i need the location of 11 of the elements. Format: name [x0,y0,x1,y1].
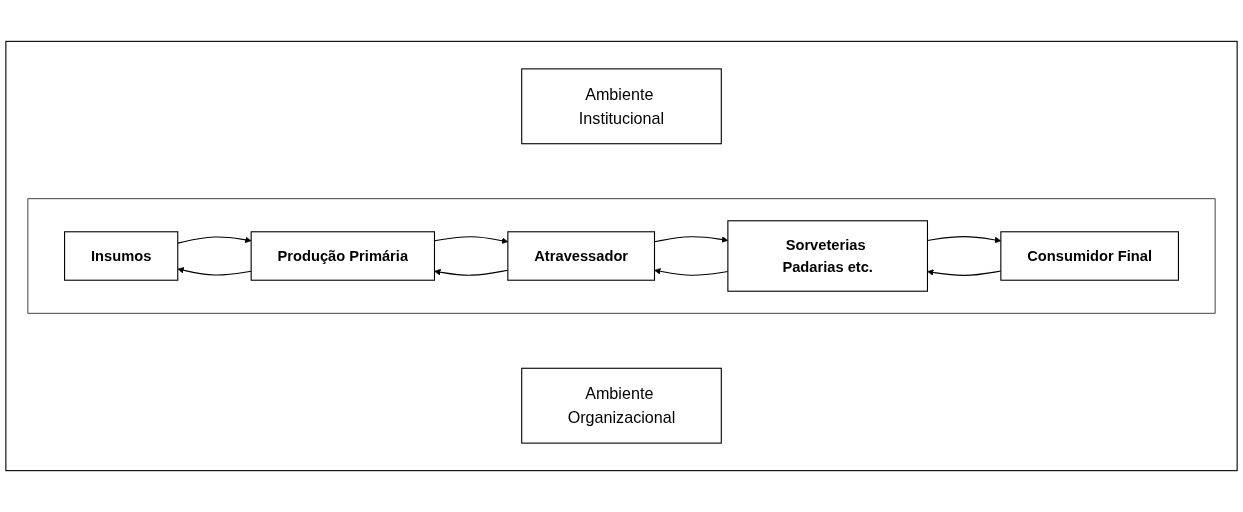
cluster [27,198,1216,314]
node-box: Consumidor Final [1000,231,1179,281]
node-box: Insumos [64,231,179,281]
node-box: Produção Primária [250,231,436,281]
node-box: Sorveterias Padarias etc. [727,220,928,292]
node-box: Ambiente Institucional [521,68,722,145]
node-box: Ambiente Organizacional [521,367,722,444]
cluster [5,40,1238,472]
arrow [177,236,252,244]
node-box: Atravessador [507,231,656,281]
arrow [177,267,252,276]
